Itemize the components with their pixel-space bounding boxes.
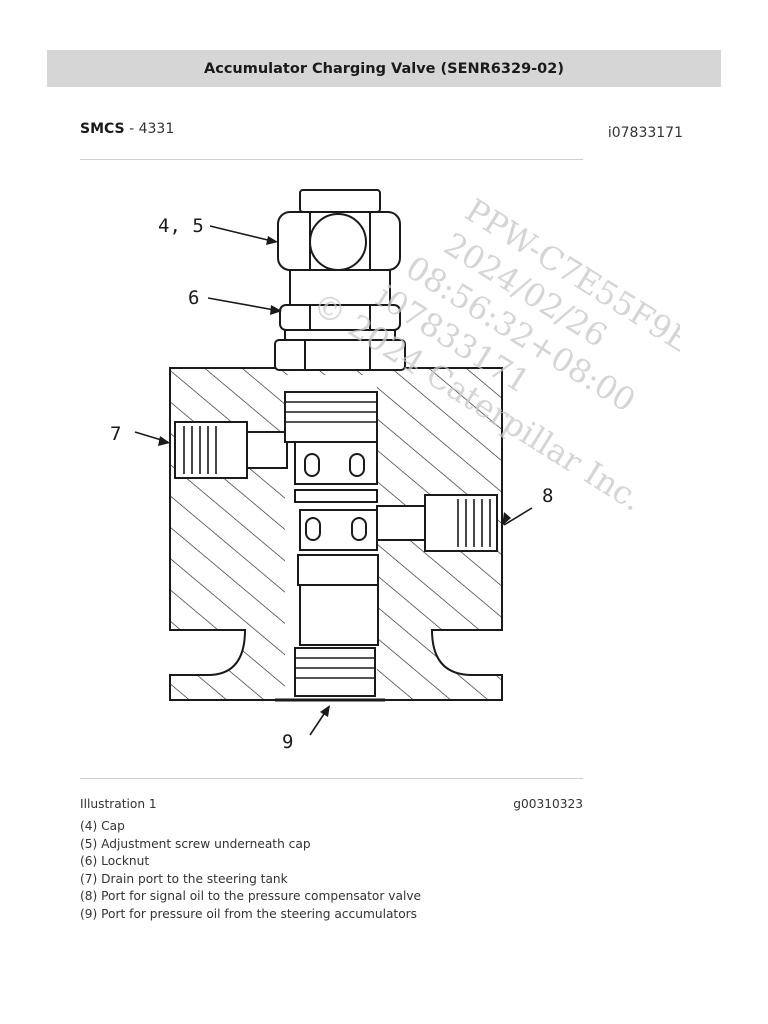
divider-bottom [80,778,583,779]
smcs-value: 4331 [138,121,175,137]
list-item: (4) Cap [80,819,125,833]
smcs-separator: - [124,121,139,137]
header-bar: Accumulator Charging Valve (SENR6329-02) [47,50,721,87]
smcs-code: SMCS - 4331 [80,121,174,137]
illustration-label: Illustration 1 [80,797,157,811]
graphic-reference: g00310323 [513,797,583,811]
callout-6: 6 [188,287,199,309]
list-item: (9) Port for pressure oil from the steer… [80,906,418,921]
document-id: i07833171 [607,125,683,141]
smcs-label: SMCS [80,121,125,137]
divider-top [80,159,583,160]
list-item: (6) Locknut [80,854,150,869]
list-item: (7) Drain port to the steering tank [80,871,288,886]
valve-drawing: 4, 5 6 7 8 9 PPW-C7E55F9E 2024/02/26 08:… [110,189,699,753]
list-item: (8) Port for signal oil to the pressure … [80,889,422,904]
callout-9: 9 [282,731,293,753]
valve-illustration: 4, 5 6 7 8 9 PPW-C7E55F9E 2024/02/26 08:… [80,170,699,770]
callout-4-5: 4, 5 [158,215,204,237]
callout-8: 8 [542,485,553,507]
page-title: Accumulator Charging Valve (SENR6329-02) [204,60,564,77]
callout-legend: (4) Cap (5) Adjustment screw underneath … [80,818,421,924]
callout-7: 7 [110,423,121,445]
list-item: (5) Adjustment screw underneath cap [80,836,311,851]
